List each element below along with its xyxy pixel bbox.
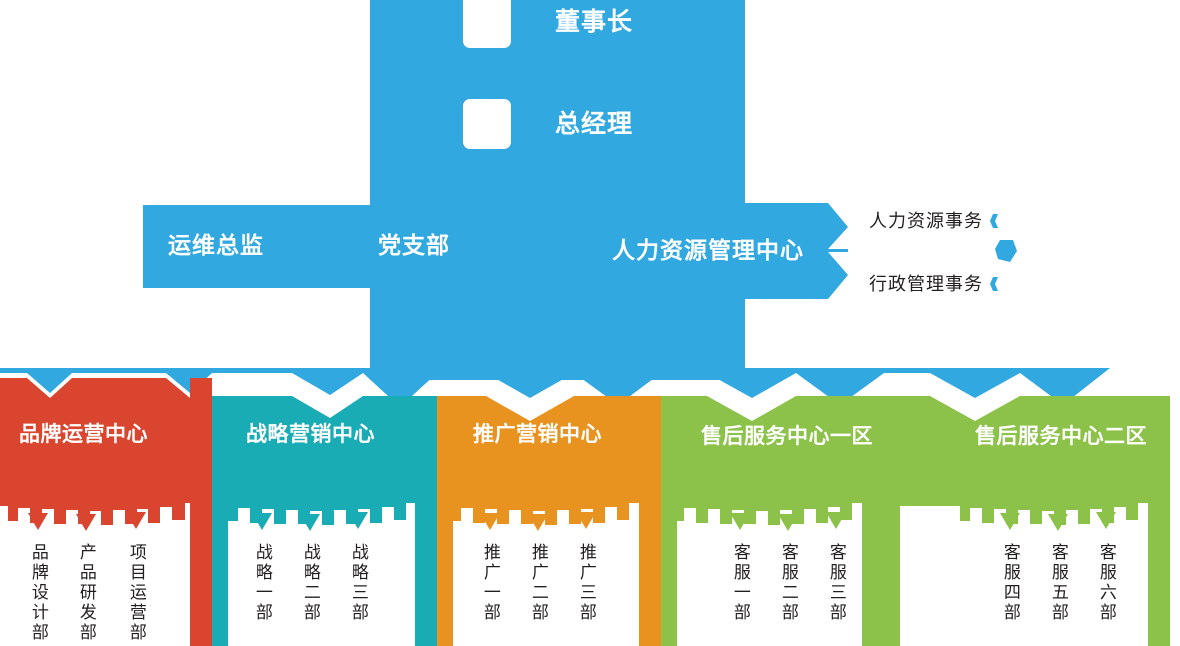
center-stem-brand-operations <box>190 378 212 646</box>
dept-marker-icon <box>348 512 368 529</box>
dept-marker-icon <box>252 513 272 530</box>
dept-marker-icon <box>730 513 750 530</box>
center-title-aftersales-zone-1: 售后服务中心一区 <box>701 425 873 448</box>
hr-diamond-icon <box>995 240 1017 262</box>
party-branch-tick-icon <box>543 194 547 203</box>
dept-marker-icon <box>778 514 798 531</box>
center-block-strategy-marketing <box>212 396 437 525</box>
dept-label: 客服四部 <box>1000 543 1020 623</box>
dept-marker-icon <box>528 514 548 531</box>
hr-sub-marker-2-icon <box>990 277 998 291</box>
center-stem-promotion-marketing <box>639 396 661 646</box>
center-block-brand-operations <box>0 378 212 525</box>
hr-center-label: 人力资源管理中心 <box>612 237 804 263</box>
blue-spine-middle <box>370 205 745 380</box>
general-manager-badge-icon <box>463 99 511 149</box>
dept-label: 战略三部 <box>348 543 368 623</box>
center-stem-aftersales-zone-1 <box>862 396 884 646</box>
center-stem-strategy-marketing <box>415 396 437 646</box>
center-stem-left-aftersales-zone-2 <box>884 396 900 646</box>
dept-marker-icon <box>1000 513 1020 530</box>
dept-marker-icon <box>1048 514 1068 531</box>
center-block-promotion-marketing <box>437 396 661 525</box>
dept-marker-icon <box>480 513 500 530</box>
center-title-aftersales-zone-2: 售后服务中心二区 <box>975 425 1147 448</box>
dept-label: 客服一部 <box>730 543 750 623</box>
chairman-badge-icon <box>463 0 511 48</box>
dept-marker-icon <box>28 513 48 530</box>
blue-band-ops-director <box>143 205 371 288</box>
dept-marker-icon <box>126 512 146 529</box>
ops-director-label: 运维总监 <box>168 232 264 258</box>
dept-label: 战略二部 <box>300 543 320 623</box>
dept-label: 客服六部 <box>1096 543 1116 623</box>
hr-center-chevron <box>745 203 848 299</box>
dept-label: 客服二部 <box>778 543 798 623</box>
center-title-strategy-marketing: 战略营销中心 <box>246 423 375 446</box>
dept-label: 推广三部 <box>576 543 596 623</box>
dept-label: 战略一部 <box>252 543 272 623</box>
center-title-brand-operations: 品牌运营中心 <box>19 423 148 446</box>
hr-sub-item-admin-affairs: 行政管理事务 <box>869 274 983 294</box>
party-branch-label: 党支部 <box>378 232 450 258</box>
dept-label: 项目运营部 <box>126 543 146 643</box>
dept-label: 客服三部 <box>826 543 846 623</box>
center-block-aftersales-zone-2 <box>884 396 1170 525</box>
center-stem-left-strategy-marketing <box>212 396 228 646</box>
general-manager-label: 总经理 <box>555 110 634 138</box>
hr-sub-marker-1-icon <box>990 214 998 228</box>
center-title-promotion-marketing: 推广营销中心 <box>473 423 602 446</box>
dept-marker-icon <box>826 512 846 529</box>
center-stem-left-aftersales-zone-1 <box>661 396 677 646</box>
dept-label: 客服五部 <box>1048 543 1068 623</box>
dept-marker-icon <box>576 512 596 529</box>
blue-spine-top <box>370 0 745 210</box>
dept-marker-icon <box>76 514 96 531</box>
chairman-label: 董事长 <box>555 8 634 36</box>
dept-label: 推广一部 <box>480 543 500 623</box>
dept-marker-icon <box>1096 512 1116 529</box>
dept-marker-icon <box>300 514 320 531</box>
hr-sub-item-hr-affairs: 人力资源事务 <box>869 211 983 231</box>
dept-label: 产品研发部 <box>76 543 96 643</box>
center-block-aftersales-zone-1 <box>661 396 884 525</box>
center-stem-left-promotion-marketing <box>437 396 453 646</box>
center-stem-aftersales-zone-2 <box>1148 396 1170 646</box>
dept-label: 品牌设计部 <box>28 543 48 643</box>
dept-label: 推广二部 <box>528 543 548 623</box>
